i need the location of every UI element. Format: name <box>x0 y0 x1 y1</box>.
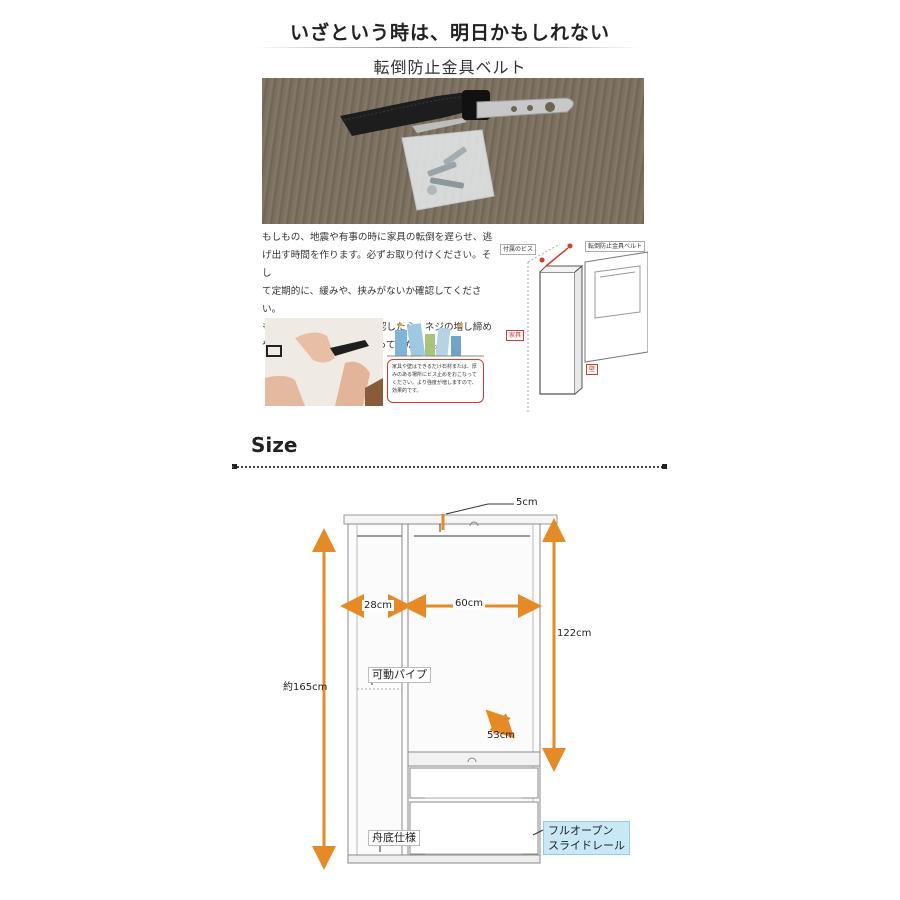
rail-label: フルオープン スライドレール <box>543 821 630 855</box>
base-label: 舟底仕様 <box>368 830 420 846</box>
installation-photo <box>265 318 383 406</box>
size-divider <box>232 466 667 468</box>
divider-dot-right <box>662 464 667 469</box>
product-subtitle: 転倒防止金具ベルト <box>373 58 527 77</box>
size-heading: Size <box>251 433 298 457</box>
description-line: もしもの、地震や有事の時に家具の転倒を遅らせ、逃 <box>262 232 493 243</box>
furniture-label: 家具 <box>506 330 525 341</box>
wall-label: 壁 <box>586 364 599 375</box>
belt-label: 転倒防止金具ベルト <box>585 241 646 252</box>
product-photo <box>262 78 644 224</box>
installation-diagram: 付属のビス 転倒防止金具ベルト 家具 壁 <box>500 232 649 412</box>
dim-left-width: 28cm <box>362 600 394 611</box>
dim-depth: 53cm <box>487 730 515 741</box>
headline: いざという時は、明日かもしれない <box>289 22 610 44</box>
dim-inner-height: 122cm <box>557 628 592 639</box>
description-line: げ出す時間を作ります。必ずお取り付けください。そし <box>262 250 492 279</box>
dim-total-height: 約165cm <box>283 682 328 693</box>
headline-divider <box>255 47 640 48</box>
hands-illustration <box>265 318 383 406</box>
description-line: て定期的に、緩みや、挟みがないか確認してください。 <box>262 286 482 315</box>
rail-label-line: スライドレール <box>548 839 625 852</box>
tip-callout: 家具や壁はできるだけ石材または、厚みのある場所にビス止めをおこなってください。よ… <box>387 359 484 403</box>
pipe-label: 可動パイプ <box>368 667 431 683</box>
dim-right-width: 60cm <box>453 598 485 609</box>
installation-sketch <box>527 243 649 412</box>
belt-illustration <box>340 90 574 211</box>
rail-label-line: フルオープン <box>548 824 614 837</box>
screw-label: 付属のビス <box>500 244 537 255</box>
buildings-icon <box>387 322 484 357</box>
dim-top-gap: 5cm <box>516 497 538 508</box>
